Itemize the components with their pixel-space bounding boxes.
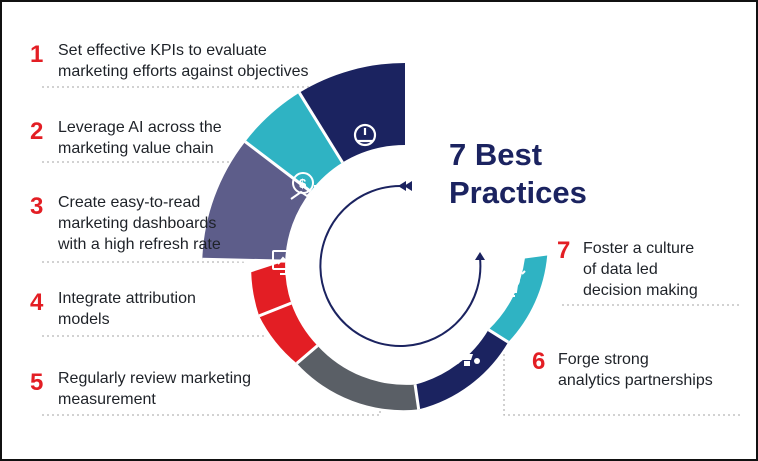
practice-text-2: Leverage AI across the marketing value c…: [58, 119, 222, 157]
arc-arrowhead-end: [475, 252, 485, 260]
practice-number-2: 2: [30, 118, 44, 145]
network-hub-icon: [314, 322, 340, 351]
practice-number-4: 4: [30, 289, 44, 316]
practice-number-6: 6: [532, 348, 546, 375]
practice-text-7: Foster a culture of data led decision ma…: [583, 240, 698, 299]
infographic-title: 7 Best Practices: [449, 137, 587, 210]
segment-2: [245, 92, 343, 192]
arc-arrowhead-top: [398, 181, 412, 191]
speedometer-icon: [353, 123, 377, 147]
dollar-sign: $: [299, 176, 307, 191]
dollar-growth-icon: [290, 172, 319, 200]
practice-text-5: Regularly review marketing measurement: [58, 370, 251, 408]
practice-text-6: Forge strong analytics partnerships: [558, 351, 713, 389]
practice-text-1: Set effective KPIs to evaluate marketing…: [58, 42, 309, 80]
leader-line-6: [503, 354, 742, 416]
practice-number-1: 1: [30, 41, 44, 68]
practice-text-4: Integrate attribution models: [58, 290, 196, 328]
practice-number-5: 5: [30, 369, 44, 396]
segment-4-outer: [259, 303, 318, 364]
segment-1: [299, 63, 405, 163]
dashboard-monitor-icon: [272, 250, 301, 275]
practice-text-3: Create easy-to-read marketing dashboards…: [58, 194, 221, 253]
lightbulb-icon: [496, 266, 526, 297]
inner-arrow-arc: [319, 184, 482, 347]
practice-number-7: 7: [557, 237, 571, 264]
segment-7: [488, 255, 548, 343]
segment-5: [296, 345, 419, 411]
people-network-icon: [454, 341, 480, 366]
practice-number-3: 3: [30, 193, 44, 220]
segment-6: [415, 329, 509, 410]
gear-check-icon: [380, 356, 402, 378]
